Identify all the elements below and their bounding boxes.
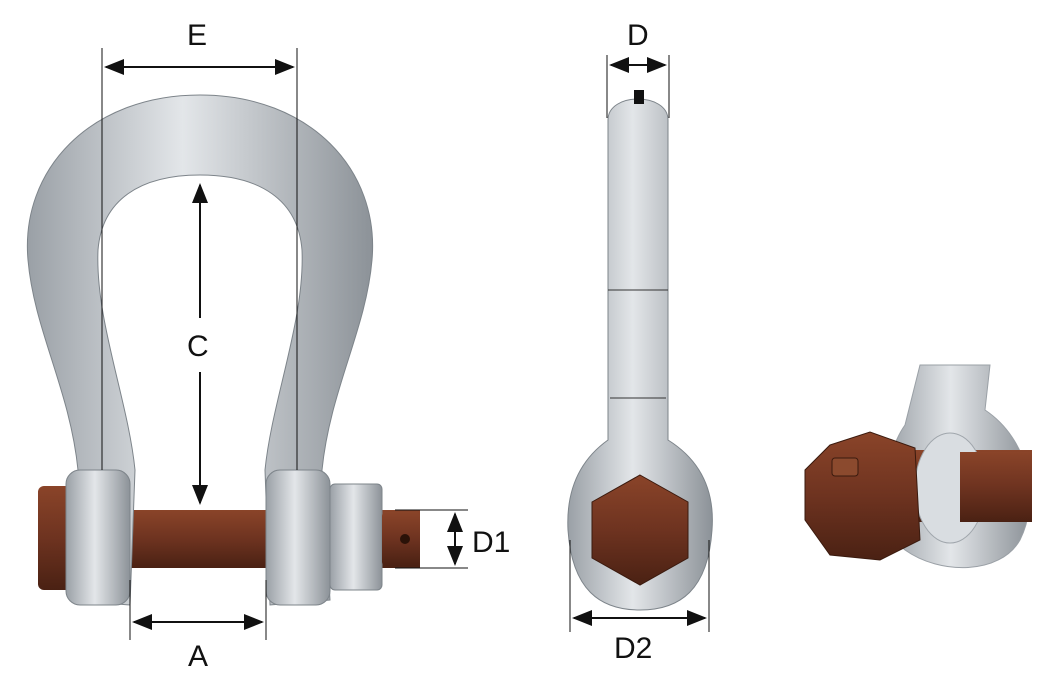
label-E: E xyxy=(187,19,207,52)
side-view: D D2 xyxy=(567,19,713,665)
detail-pin-tail xyxy=(960,452,1032,522)
label-D1: D1 xyxy=(472,526,510,559)
detail-hex-head xyxy=(804,431,921,561)
side-hex-head xyxy=(591,474,689,586)
label-D: D xyxy=(627,19,649,52)
front-view: E C A D1 xyxy=(26,19,510,673)
nut xyxy=(329,483,383,591)
right-eye xyxy=(265,469,331,606)
side-body xyxy=(567,98,713,611)
cotter-hole xyxy=(400,534,410,544)
label-D2: D2 xyxy=(614,632,652,665)
label-A: A xyxy=(188,640,208,673)
left-eye xyxy=(65,469,131,606)
perspective-detail xyxy=(804,364,1032,569)
label-C: C xyxy=(187,330,209,363)
side-top-slot xyxy=(634,90,644,104)
